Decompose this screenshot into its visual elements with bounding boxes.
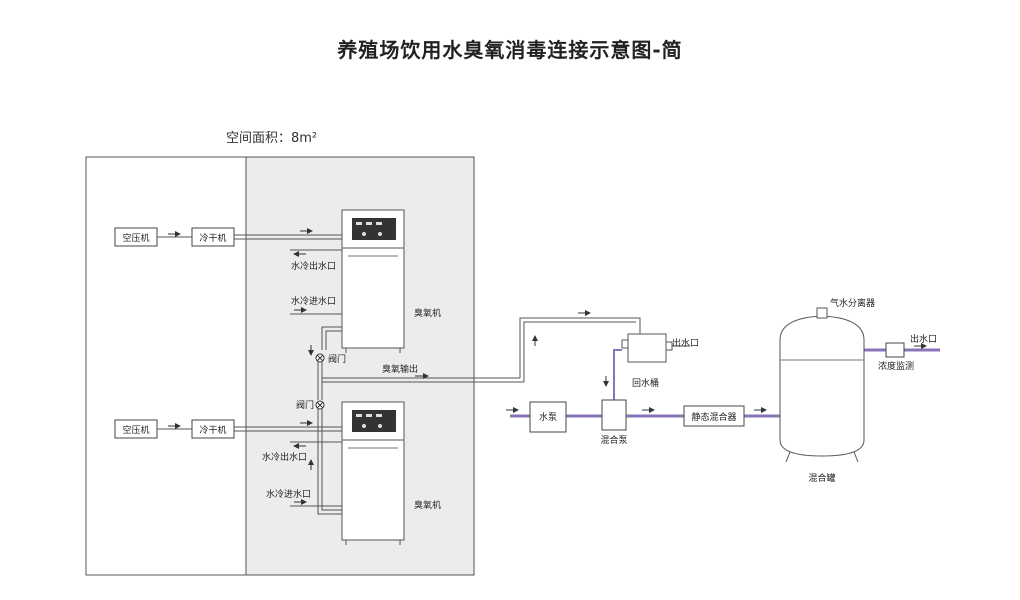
static-mixer-label: 静态混合器: [691, 411, 736, 423]
cooling-out-label-2: 水冷出水口: [262, 451, 307, 463]
return-bucket-label: 回水桶: [632, 377, 659, 389]
room-area-label: 空间面积：8m²: [226, 131, 318, 146]
page-title: 养殖场饮用水臭氧消毒连接示意图-简: [337, 38, 683, 62]
return-bucket: [621, 333, 673, 363]
cooling-in-label-1: 水冷进水口: [291, 295, 336, 307]
static-mixer-box: [683, 405, 745, 427]
ozone-machine-1: [341, 209, 405, 353]
mix-tank: [779, 307, 865, 463]
water-pump-label: 水泵: [539, 411, 557, 423]
valve-label-1: 阀门: [328, 353, 346, 365]
ozone-machine-label-2: 臭氧机: [414, 499, 441, 511]
separator-label: 气水分离器: [830, 297, 875, 309]
dryer-label-2: 冷干机: [199, 424, 226, 436]
mix-tank-label: 混合罐: [808, 472, 835, 484]
outlet-label-2: 出水口: [910, 333, 937, 345]
ozone-machine-2: [341, 401, 405, 545]
room-left: [85, 156, 247, 576]
ozone-machine-label-1: 臭氧机: [414, 307, 441, 319]
dryer-box-2: [191, 419, 235, 439]
ozone-output-label: 臭氧输出: [382, 363, 418, 375]
mix-pump-label: 混合泵: [600, 434, 627, 446]
cooling-out-label-1: 水冷出水口: [291, 260, 336, 272]
water-pump-box: [529, 401, 567, 433]
dryer-label-1: 冷干机: [199, 232, 226, 244]
mix-pump-box: [601, 399, 627, 431]
outlet-label-1: 出水口: [672, 337, 699, 349]
dryer-box-1: [191, 227, 235, 247]
valve-label-2: 阀门: [296, 399, 314, 411]
concentration-label: 浓度监测: [878, 360, 914, 372]
air-compressor-label-1: 空压机: [122, 232, 149, 244]
cooling-in-label-2: 水冷进水口: [266, 488, 311, 500]
air-compressor-label-2: 空压机: [122, 424, 149, 436]
concentration-box: [885, 342, 905, 358]
